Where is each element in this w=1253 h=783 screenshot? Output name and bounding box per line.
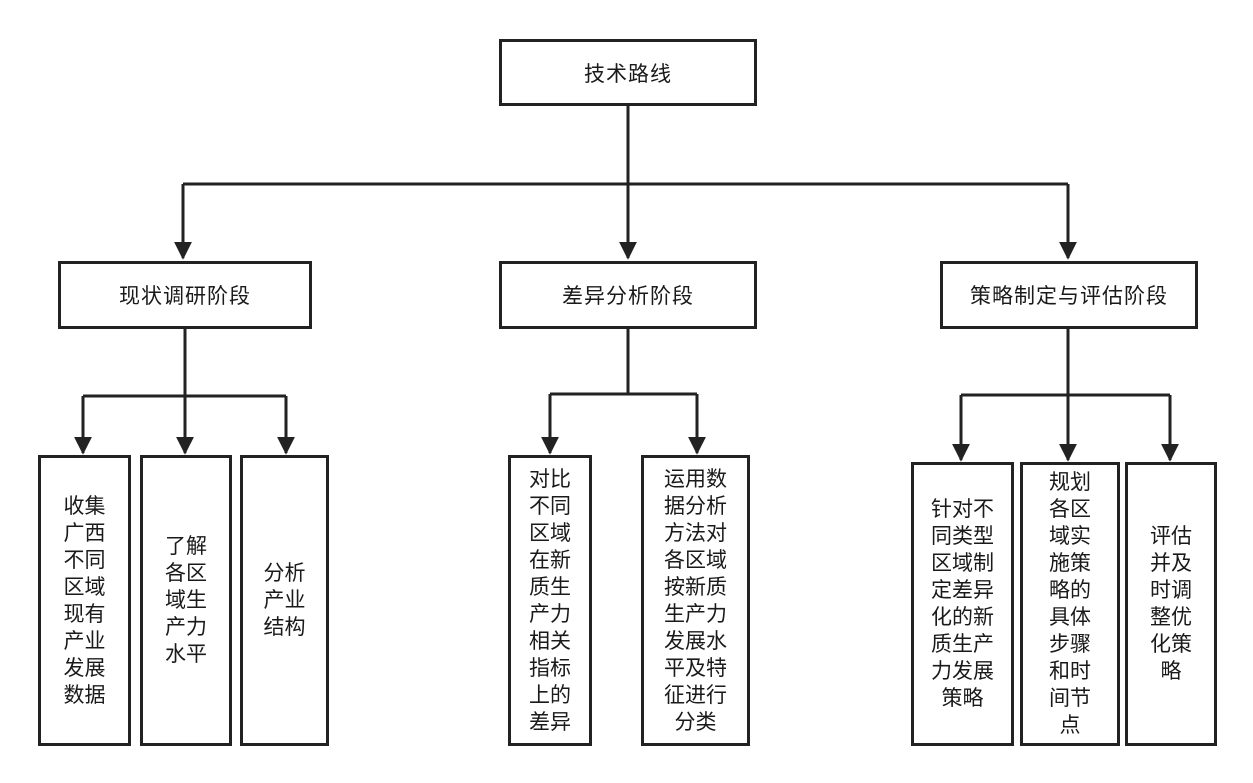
step-text-1-3: 分析 产业 结构 <box>263 561 306 639</box>
root-label: 技术路线 <box>584 61 672 86</box>
phase-label-3: 策略制定与评估阶段 <box>970 284 1168 308</box>
step-node-1-2: 了解 各区 域生 产力 水平 <box>140 455 232 746</box>
step-text-2-2: 运用数 据分析 方法对 各区域 按新质 生产力 发展水 平及特 征进行 分类 <box>664 466 727 734</box>
step-text-2-1: 对比 不同 区域 在新 质生 产力 相关 指标 上的 差异 <box>529 466 571 734</box>
root-node: 技术路线 <box>499 39 757 106</box>
phase-label-2: 差异分析阶段 <box>562 284 694 308</box>
step-text-1-2: 了解 各区 域生 产力 水平 <box>165 534 207 666</box>
step-text-3-3: 评估 并及 时调 整优 化策 略 <box>1150 524 1192 683</box>
step-node-3-1: 针对不 同类型 区域制 定差异 化的新 质生产 力发展 策略 <box>911 462 1014 746</box>
step-text-3-1: 针对不 同类型 区域制 定差异 化的新 质生产 力发展 策略 <box>931 497 994 710</box>
step-text-3-2: 规划 各区 域实 施策 略的 具体 步骤 和时 间节 点 <box>1049 470 1091 737</box>
step-node-3-3: 评估 并及 时调 整优 化策 略 <box>1125 462 1217 746</box>
step-node-3-2: 规划 各区 域实 施策 略的 具体 步骤 和时 间节 点 <box>1020 462 1120 746</box>
step-node-2-2: 运用数 据分析 方法对 各区域 按新质 生产力 发展水 平及特 征进行 分类 <box>641 455 750 746</box>
step-node-1-3: 分析 产业 结构 <box>240 455 329 746</box>
phase-label-1: 现状调研阶段 <box>119 284 251 308</box>
phase-node-1: 现状调研阶段 <box>58 261 312 329</box>
step-node-1-1: 收集 广西 不同 区域 现有 产业 发展 数据 <box>38 455 131 746</box>
step-text-1-1: 收集 广西 不同 区域 现有 产业 发展 数据 <box>63 493 106 707</box>
step-node-2-1: 对比 不同 区域 在新 质生 产力 相关 指标 上的 差异 <box>508 455 592 746</box>
phase-node-2: 差异分析阶段 <box>499 261 757 329</box>
phase-node-3: 策略制定与评估阶段 <box>940 261 1198 329</box>
